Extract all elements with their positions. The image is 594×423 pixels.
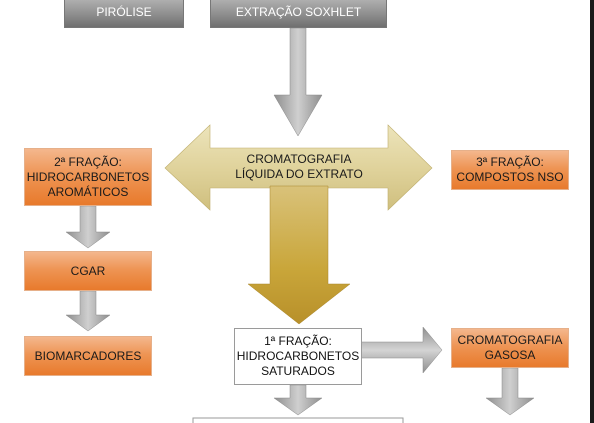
node-fracao-1-line1: 1ª FRAÇÃO: bbox=[264, 334, 332, 348]
node-pirolise: PIRÓLISE bbox=[64, 0, 184, 28]
node-cgar: CGAR bbox=[24, 251, 152, 291]
arrow-soxhlet-down bbox=[273, 27, 323, 137]
arrow-double-horizontal bbox=[164, 124, 433, 211]
node-cromatografia-liquida: CROMATOGRAFIA LÍQUIDA DO EXTRATO bbox=[215, 152, 383, 182]
node-biomarcadores-label: BIOMARCADORES bbox=[34, 348, 142, 363]
arrow-gold-down bbox=[247, 185, 351, 325]
node-fracao-3-line2: COMPOSTOS NSO bbox=[456, 170, 564, 184]
node-fracao-2: 2ª FRAÇÃO: HIDROCARBONETOS AROMÁTICOS bbox=[24, 148, 152, 206]
node-cgar-label: CGAR bbox=[70, 263, 106, 278]
node-extracao-soxhlet-label: EXTRAÇÃO SOXHLET bbox=[235, 5, 362, 19]
node-biomarcadores: BIOMARCADORES bbox=[24, 336, 152, 376]
node-fracao-1: 1ª FRAÇÃO: HIDROCARBONETOS SATURADOS bbox=[234, 328, 362, 385]
node-pirolise-label: PIRÓLISE bbox=[96, 5, 152, 19]
node-cromatografia-gasosa-line1: CROMATOGRAFIA bbox=[457, 333, 563, 347]
node-fracao-1-line2: HIDROCARBONETOS bbox=[236, 349, 360, 363]
node-fracao-2-line3: AROMÁTICOS bbox=[47, 184, 129, 199]
next-step-box-partial bbox=[192, 417, 404, 423]
node-fracao-2-line1: 2ª FRAÇÃO: bbox=[54, 154, 122, 169]
node-cromatografia-gasosa-line2: GASOSA bbox=[484, 348, 536, 362]
arrow-fracao1-down bbox=[273, 384, 323, 416]
arrow-gasosa-down bbox=[485, 367, 535, 416]
page-edge-border bbox=[590, 0, 594, 423]
node-fracao-3-line1: 3ª FRAÇÃO: bbox=[476, 155, 544, 169]
node-fracao-1-line3: SATURADOS bbox=[261, 364, 335, 378]
arrow-cgar-to-biomarcadores bbox=[65, 290, 111, 332]
node-fracao-2-line2: HIDROCARBONETOS bbox=[26, 169, 150, 184]
node-extracao-soxhlet: EXTRAÇÃO SOXHLET bbox=[210, 0, 387, 28]
node-cromatografia-gasosa: CROMATOGRAFIA GASOSA bbox=[451, 328, 569, 368]
arrow-fracao1-to-gasosa bbox=[360, 326, 443, 374]
node-cromatografia-liquida-line2: LÍQUIDA DO EXTRATO bbox=[235, 167, 363, 181]
arrow-fracao2-to-cgar bbox=[65, 205, 111, 249]
node-cromatografia-liquida-line1: CROMATOGRAFIA bbox=[246, 152, 352, 166]
node-fracao-3: 3ª FRAÇÃO: COMPOSTOS NSO bbox=[451, 150, 569, 190]
